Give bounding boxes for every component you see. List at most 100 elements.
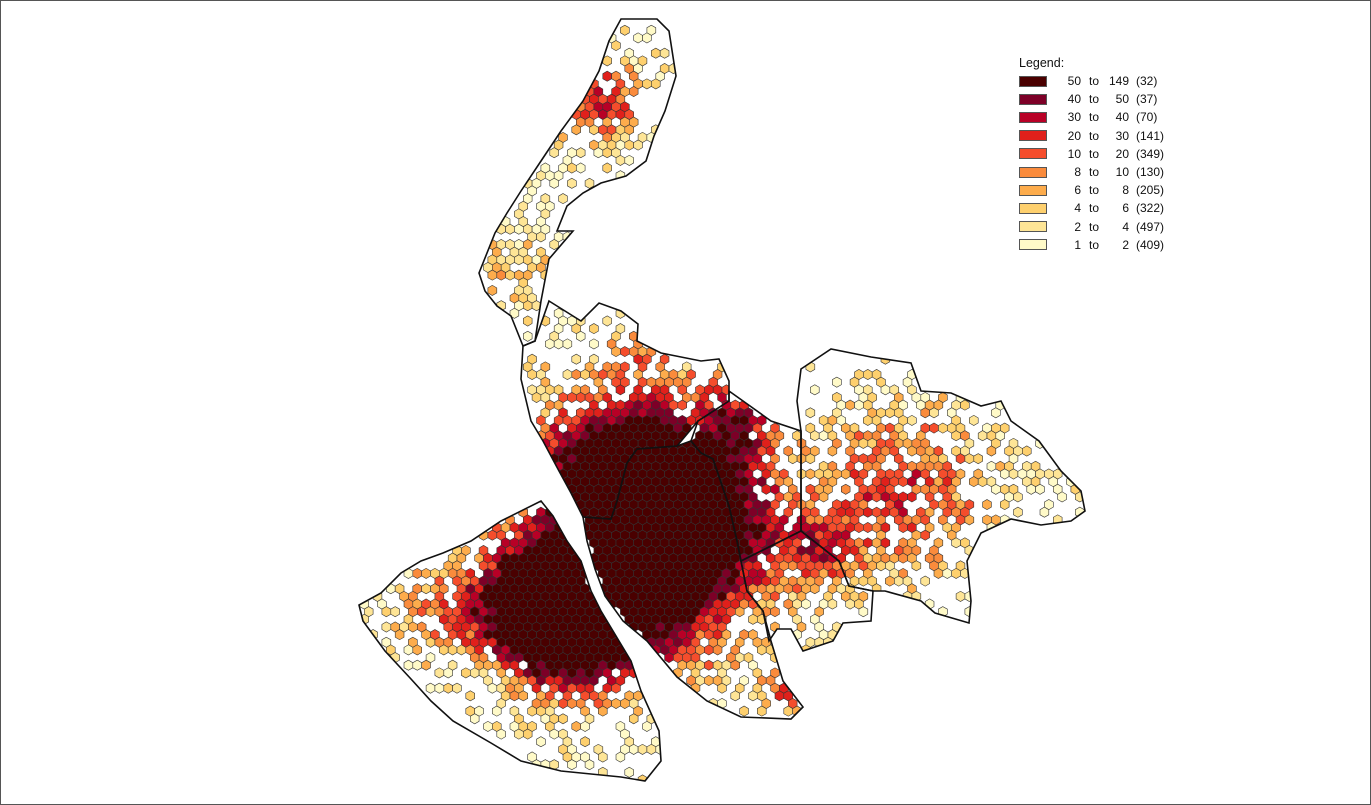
hex-cell bbox=[1013, 491, 1023, 503]
hex-cell bbox=[911, 560, 922, 572]
hex-cell bbox=[982, 499, 992, 511]
legend-swatch bbox=[1019, 148, 1047, 160]
hex-cell bbox=[787, 560, 798, 572]
hex-cell bbox=[1026, 483, 1036, 495]
hex-cell bbox=[734, 606, 745, 618]
hex-cell bbox=[527, 369, 537, 380]
hex-cell bbox=[730, 690, 741, 702]
hex-cell bbox=[549, 728, 559, 740]
hex-cell bbox=[558, 193, 568, 205]
hex-cell bbox=[602, 70, 612, 82]
hex-cell bbox=[412, 644, 423, 656]
legend-low-value: 2 bbox=[1074, 219, 1081, 234]
hex-cell bbox=[487, 284, 498, 296]
hex-cell bbox=[642, 78, 652, 90]
legend-swatch bbox=[1019, 130, 1047, 142]
hex-cell bbox=[620, 346, 630, 358]
hex-cell bbox=[1008, 468, 1019, 480]
hex-cell bbox=[885, 407, 895, 419]
hex-cell bbox=[589, 338, 599, 350]
legend-count: (37) bbox=[1136, 92, 1158, 107]
hex-cell bbox=[703, 659, 714, 671]
hex-cell bbox=[920, 575, 930, 587]
hex-cell bbox=[580, 369, 590, 380]
legend-swatch bbox=[1019, 184, 1047, 196]
hex-cell bbox=[955, 453, 966, 465]
hex-cell bbox=[977, 476, 988, 488]
hex-cell bbox=[567, 177, 577, 189]
legend-high-value: 20 bbox=[1115, 146, 1129, 161]
hex-cell bbox=[933, 567, 944, 579]
legend-low-value: 1 bbox=[1074, 237, 1081, 252]
district-boundary bbox=[796, 348, 1086, 625]
hex-cell bbox=[553, 338, 564, 350]
hex-cell bbox=[748, 690, 758, 702]
hex-cell bbox=[562, 369, 573, 380]
hex-cell bbox=[487, 682, 498, 694]
hex-cell bbox=[487, 269, 498, 281]
hex-cell bbox=[805, 468, 816, 480]
hex-cell bbox=[611, 346, 621, 358]
legend-low-value: 4 bbox=[1074, 201, 1081, 216]
hex-cell bbox=[505, 269, 515, 281]
hex-cell bbox=[558, 713, 568, 725]
legend-count: (497) bbox=[1136, 219, 1165, 234]
hex-cell bbox=[650, 47, 661, 59]
hex-cell bbox=[434, 667, 445, 679]
legend-count: (130) bbox=[1136, 165, 1165, 180]
hex-cell bbox=[527, 705, 537, 717]
hex-cell bbox=[469, 667, 480, 679]
legend-low-value: 50 bbox=[1067, 74, 1081, 89]
hex-cell bbox=[999, 499, 1010, 511]
hex-cell bbox=[703, 675, 714, 686]
hex-cell bbox=[562, 338, 573, 350]
legend-to-word: to bbox=[1088, 74, 1099, 89]
hex-cell bbox=[999, 468, 1010, 480]
hex-cell bbox=[567, 698, 577, 709]
hex-cell bbox=[602, 147, 612, 159]
hex-cell bbox=[412, 567, 423, 579]
hex-cell bbox=[633, 32, 643, 44]
hex-cell bbox=[421, 567, 431, 579]
hex-cell bbox=[1013, 506, 1023, 518]
hex-cell bbox=[381, 606, 392, 618]
hex-cell bbox=[858, 606, 869, 618]
hex-cell bbox=[469, 713, 480, 725]
hex-cell bbox=[421, 583, 431, 595]
hex-cell bbox=[845, 399, 855, 411]
hex-cell bbox=[650, 644, 661, 656]
legend-count: (205) bbox=[1136, 183, 1165, 198]
hex-cell bbox=[456, 644, 467, 656]
hex-cell bbox=[991, 483, 1001, 495]
legend-high-value: 149 bbox=[1108, 74, 1129, 89]
hex-cell bbox=[805, 453, 816, 465]
hex-cell bbox=[571, 720, 582, 732]
hex-cell bbox=[514, 223, 524, 235]
hex-cell bbox=[986, 445, 997, 457]
hex-cell bbox=[951, 537, 961, 549]
district-boundary bbox=[478, 18, 677, 348]
legend-to-word: to bbox=[1088, 128, 1099, 143]
hex-cell bbox=[620, 24, 630, 36]
legend-count: (409) bbox=[1136, 237, 1165, 252]
hex-cell bbox=[991, 407, 1001, 419]
legend-high-value: 50 bbox=[1115, 92, 1129, 107]
hex-cell bbox=[770, 606, 780, 618]
legend-title: Legend: bbox=[1019, 56, 1065, 70]
hex-cell bbox=[491, 705, 502, 717]
hex-cell bbox=[412, 659, 423, 671]
hex-cell bbox=[986, 460, 997, 472]
hex-cell bbox=[408, 621, 418, 633]
legend-to-word: to bbox=[1088, 146, 1099, 161]
hex-cell bbox=[567, 162, 577, 174]
hex-cell bbox=[739, 705, 749, 717]
hexagon-layer bbox=[359, 24, 1085, 781]
hex-cell bbox=[642, 720, 652, 732]
hex-cell bbox=[531, 392, 542, 403]
hex-cell bbox=[646, 743, 657, 755]
hex-cell bbox=[801, 598, 811, 610]
hex-cell bbox=[567, 759, 577, 771]
hex-cell bbox=[580, 720, 590, 732]
